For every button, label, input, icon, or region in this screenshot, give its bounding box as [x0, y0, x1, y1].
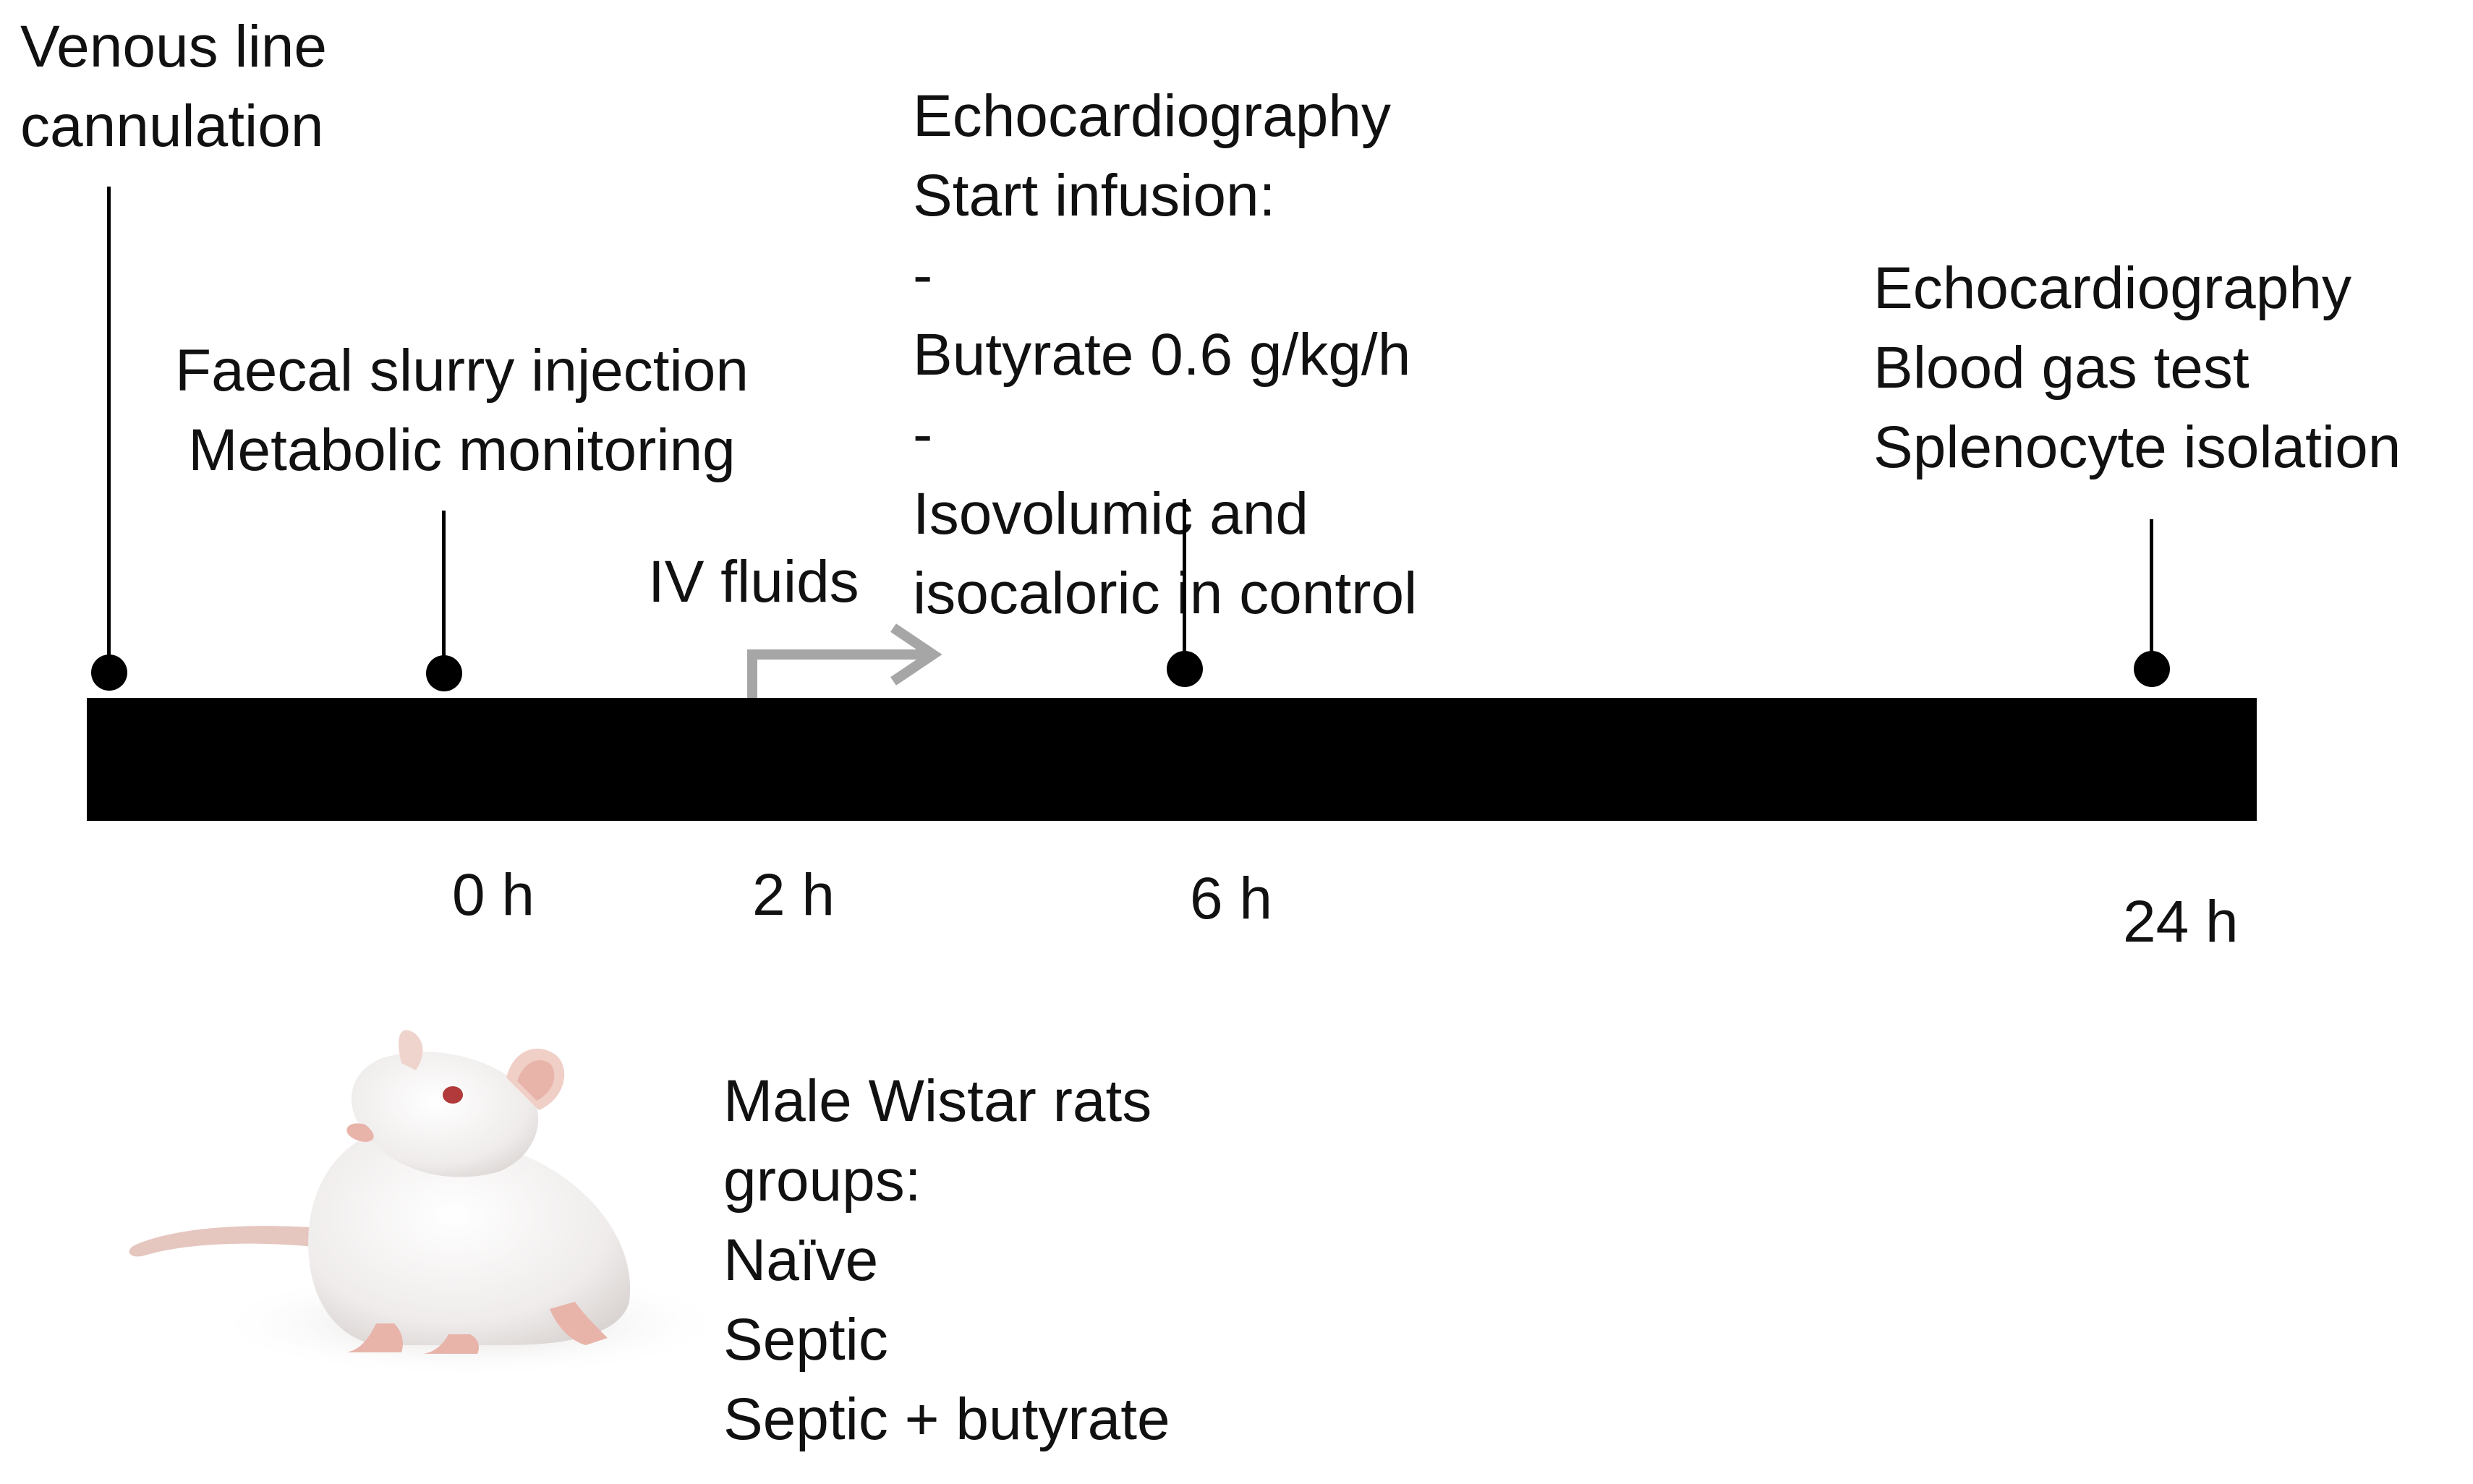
tick-0h: 0 h: [452, 862, 535, 928]
marker-6h: [1167, 651, 1203, 687]
tick-2h: 2 h: [752, 862, 835, 928]
label-faecal-slurry: Faecal slurry injection Metabolic monito…: [175, 338, 749, 483]
groups-header: Male Wistar rats: [723, 1068, 1152, 1134]
label-venous-line-cannulation: Venous line cannulation: [20, 14, 328, 159]
stem-faecal: [442, 511, 446, 674]
label-iv-fluids: IV fluids: [648, 549, 859, 615]
bullet-dash: -: [913, 242, 933, 308]
bullet-dash: -: [913, 401, 933, 467]
label-6h-event: Echocardiography Start infusion: -Butyra…: [913, 83, 1418, 626]
stem-6h: [1183, 499, 1186, 670]
group-item: Septic + butyrate: [723, 1386, 1170, 1452]
groups-block: Male Wistar rats groups: Naïve Septic Se…: [723, 1062, 1170, 1459]
stem-24h: [2150, 519, 2153, 670]
group-item: Naïve: [723, 1227, 879, 1293]
groups-header-2: groups:: [723, 1148, 921, 1214]
group-item: Septic: [723, 1307, 888, 1373]
marker-24h: [2134, 651, 2170, 687]
marker-faecal: [426, 655, 462, 691]
marker-venous: [91, 654, 127, 691]
label-24h-event: Echocardiography Blood gas test Splenocy…: [1873, 255, 2401, 480]
timeline-bar: [87, 698, 2257, 821]
tick-6h: 6 h: [1190, 866, 1272, 931]
tick-24h: 24 h: [2123, 889, 2239, 955]
stem-venous: [107, 187, 111, 673]
